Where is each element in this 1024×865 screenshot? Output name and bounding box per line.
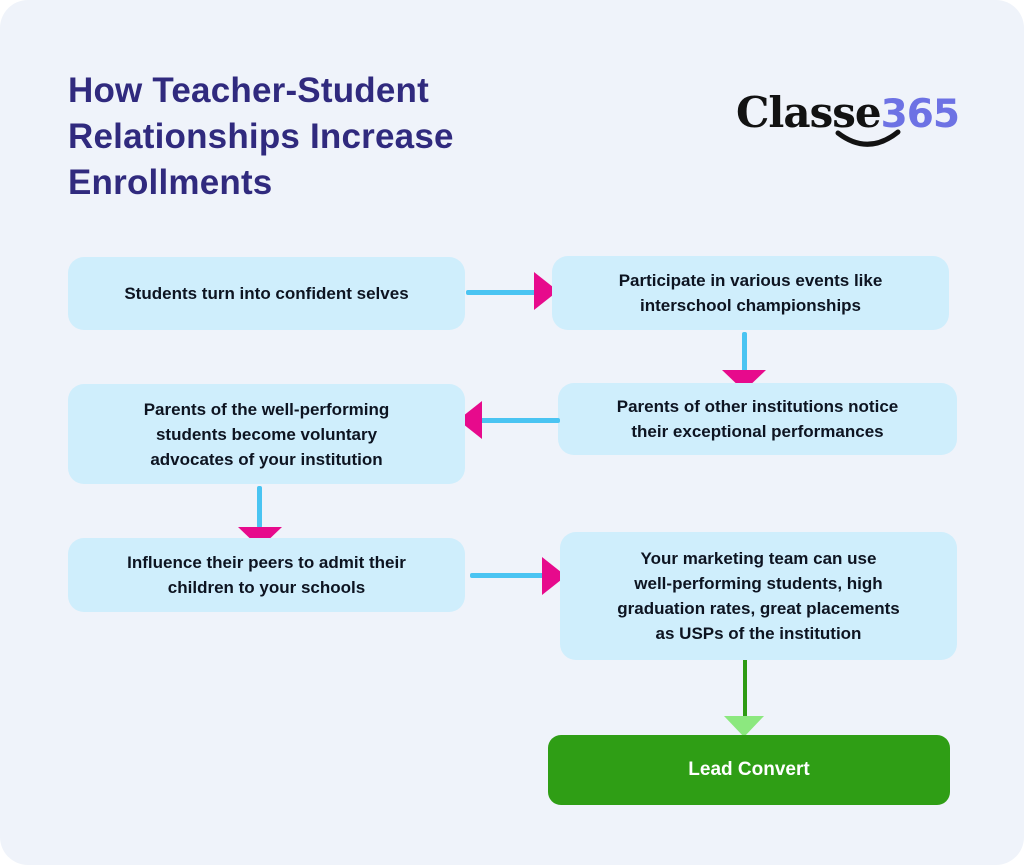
flow-box-participate-events: Participate in various events like inter… — [552, 256, 949, 330]
arrow-line-down-right — [742, 332, 747, 372]
lead-convert-button[interactable]: Lead Convert — [548, 735, 950, 805]
arrow-line-green — [743, 660, 747, 718]
flow-box-confident-selves: Students turn into confident selves — [68, 257, 465, 330]
classe365-logo: Classe365 — [736, 88, 960, 168]
arrow-line-down-left — [257, 486, 262, 528]
arrow-down-icon-green — [724, 716, 764, 737]
flow-box-voluntary-advocates: Parents of the well-performing students … — [68, 384, 465, 484]
arrow-line-row2 — [480, 418, 560, 423]
flow-box-parents-notice: Parents of other institutions notice the… — [558, 383, 957, 455]
logo-brand-text: Classe — [736, 88, 882, 137]
flow-box-marketing-usps: Your marketing team can use well-perform… — [560, 532, 957, 660]
logo-365-text: 365 — [880, 92, 960, 137]
arrow-line-row3 — [470, 573, 548, 578]
arrow-line-row1 — [466, 290, 538, 295]
page-title: How Teacher-Student Relationships Increa… — [68, 71, 454, 202]
flow-box-influence-peers: Influence their peers to admit their chi… — [68, 538, 465, 612]
logo-smile-icon — [835, 129, 901, 147]
